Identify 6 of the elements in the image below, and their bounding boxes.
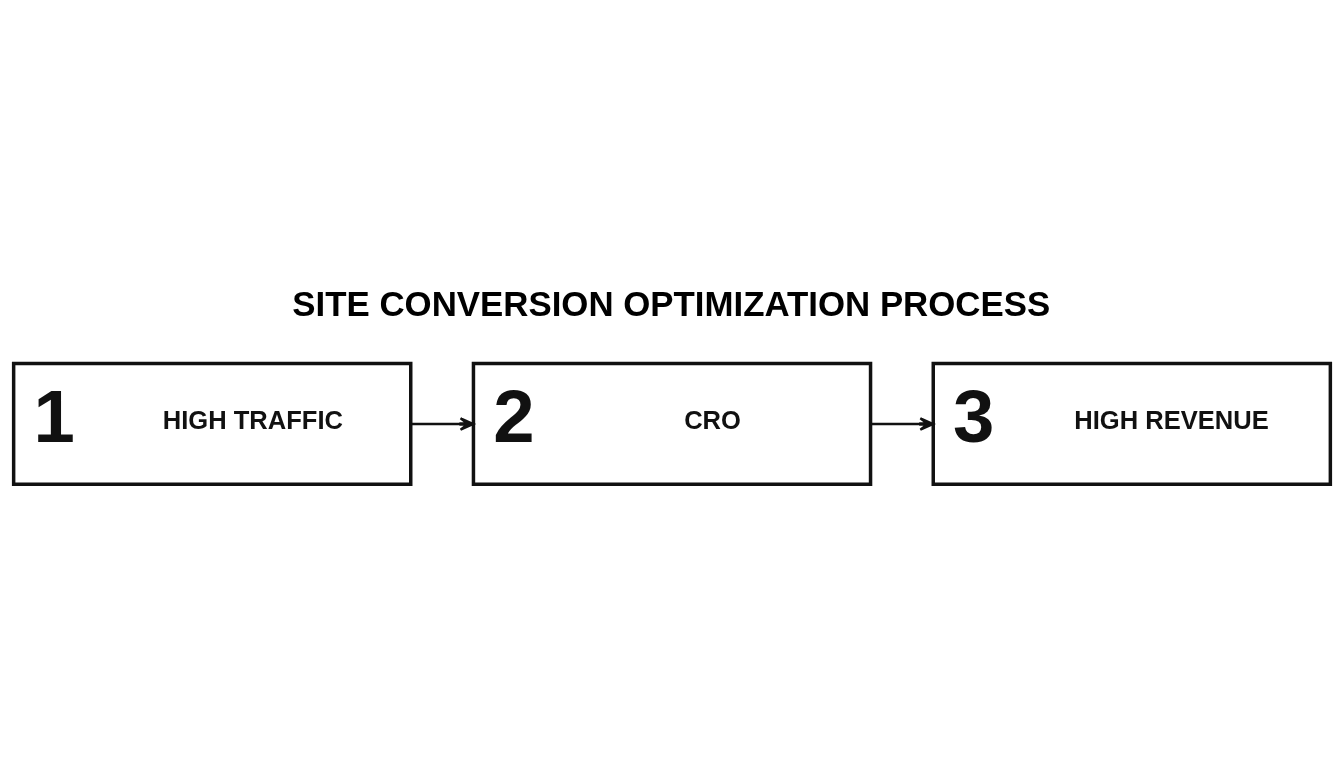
diagram-title: SITE CONVERSION OPTIMIZATION PROCESS bbox=[292, 283, 1051, 323]
arrow bbox=[870, 416, 935, 431]
node-box: 1 HIGH TRAFFIC bbox=[11, 361, 413, 486]
arrow bbox=[411, 416, 475, 431]
node-box: 2 CRO bbox=[471, 361, 873, 486]
node-box: 3 HIGH REVENUE bbox=[931, 361, 1333, 486]
